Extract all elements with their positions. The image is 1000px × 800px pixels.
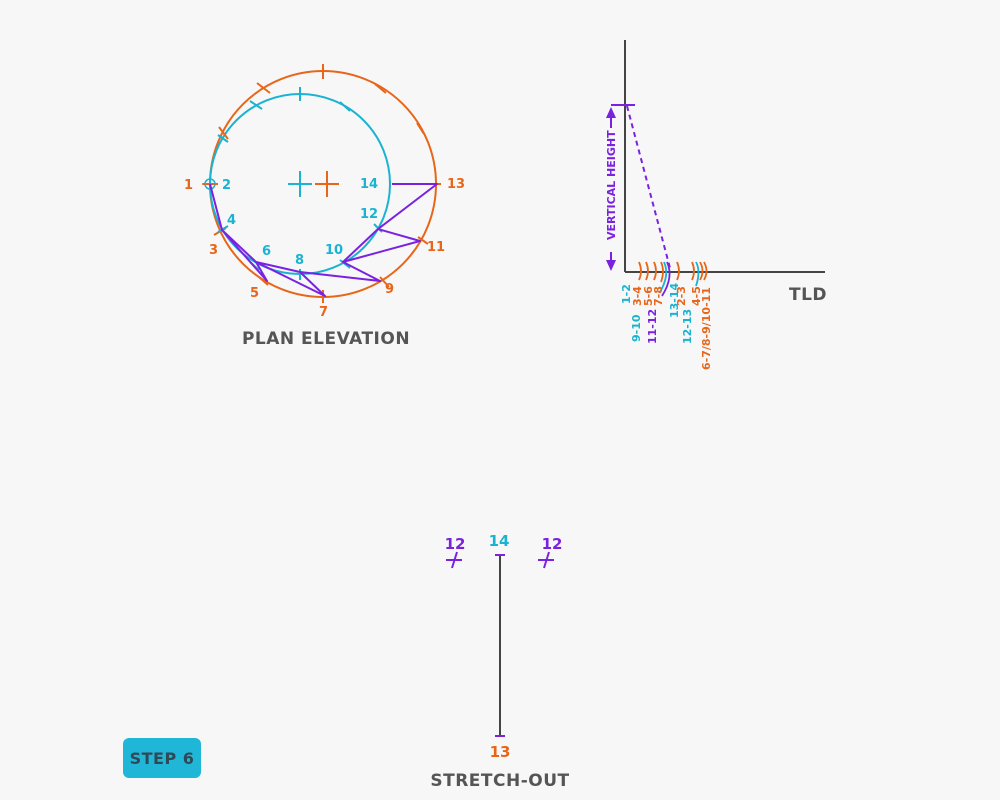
triangulation-line [255, 261, 301, 273]
step-badge: STEP 6 [123, 738, 201, 778]
point-label-7: 7 [319, 305, 328, 320]
point-label-14: 14 [360, 177, 378, 192]
stretch-label-right-12: 12 [542, 535, 563, 553]
tld-label-11-12: 11-12 [646, 309, 659, 344]
tld-label-5-6: 5-6 [642, 286, 655, 306]
outer-center-cross [315, 171, 339, 197]
tld-label-9-10: 9-10 [630, 314, 643, 342]
point-label-3: 3 [209, 243, 218, 258]
tld-label-6-11: 6-7/8-9/10-11 [700, 287, 713, 370]
inner-center-cross [288, 171, 312, 197]
right-12-cross [538, 551, 554, 569]
vertical-height-dimension: VERTICAL HEIGHT [605, 107, 618, 271]
plan-elevation-title: PLAN ELEVATION [242, 329, 410, 349]
stretch-out-title: STRETCH-OUT [430, 771, 569, 791]
point-label-10: 10 [325, 243, 343, 258]
tld-label-13-14: 13-14 [668, 282, 681, 318]
tld-label-7-8: 7-8 [652, 286, 665, 306]
point-label-5: 5 [250, 286, 259, 301]
tld-title: TLD [789, 285, 827, 305]
stretch-label-13: 13 [490, 743, 511, 761]
point-label-6: 6 [262, 244, 271, 259]
stretch-label-14: 14 [489, 532, 510, 550]
point-label-12: 12 [360, 207, 378, 222]
triangulation-lines [209, 183, 438, 297]
point-label-11: 11 [427, 240, 445, 255]
point-label-1: 1 [184, 178, 193, 193]
plan-elevation: 1 2 3 4 5 6 7 8 9 10 11 12 13 14 PLAN EL… [184, 64, 465, 349]
triangulation-line [221, 229, 257, 263]
tld-label-1-2: 1-2 [620, 284, 633, 304]
tld-label-4-5: 4-5 [690, 286, 703, 306]
vertical-height-label: VERTICAL HEIGHT [605, 130, 618, 240]
tld-label-3-4: 3-4 [631, 286, 644, 306]
true-length-line [626, 105, 671, 269]
tld-diagram: VERTICAL HEIGHT 1-2 3-4 5-6 7-8 9-10 11-… [605, 40, 827, 370]
point-label-4: 4 [227, 213, 236, 228]
swing-arcs [638, 261, 708, 297]
point-label-8: 8 [295, 253, 304, 268]
stretch-out: 12 14 12 13 STRETCH-OUT [430, 532, 569, 791]
triangulation-line [342, 228, 379, 263]
point-label-2: 2 [222, 178, 231, 193]
tld-label-12-13: 12-13 [681, 309, 694, 344]
point-label-9: 9 [385, 282, 394, 297]
tld-label-2-3: 2-3 [675, 286, 688, 306]
left-12-cross [446, 551, 462, 569]
point-label-13: 13 [447, 177, 465, 192]
stretch-label-left-12: 12 [445, 535, 466, 553]
